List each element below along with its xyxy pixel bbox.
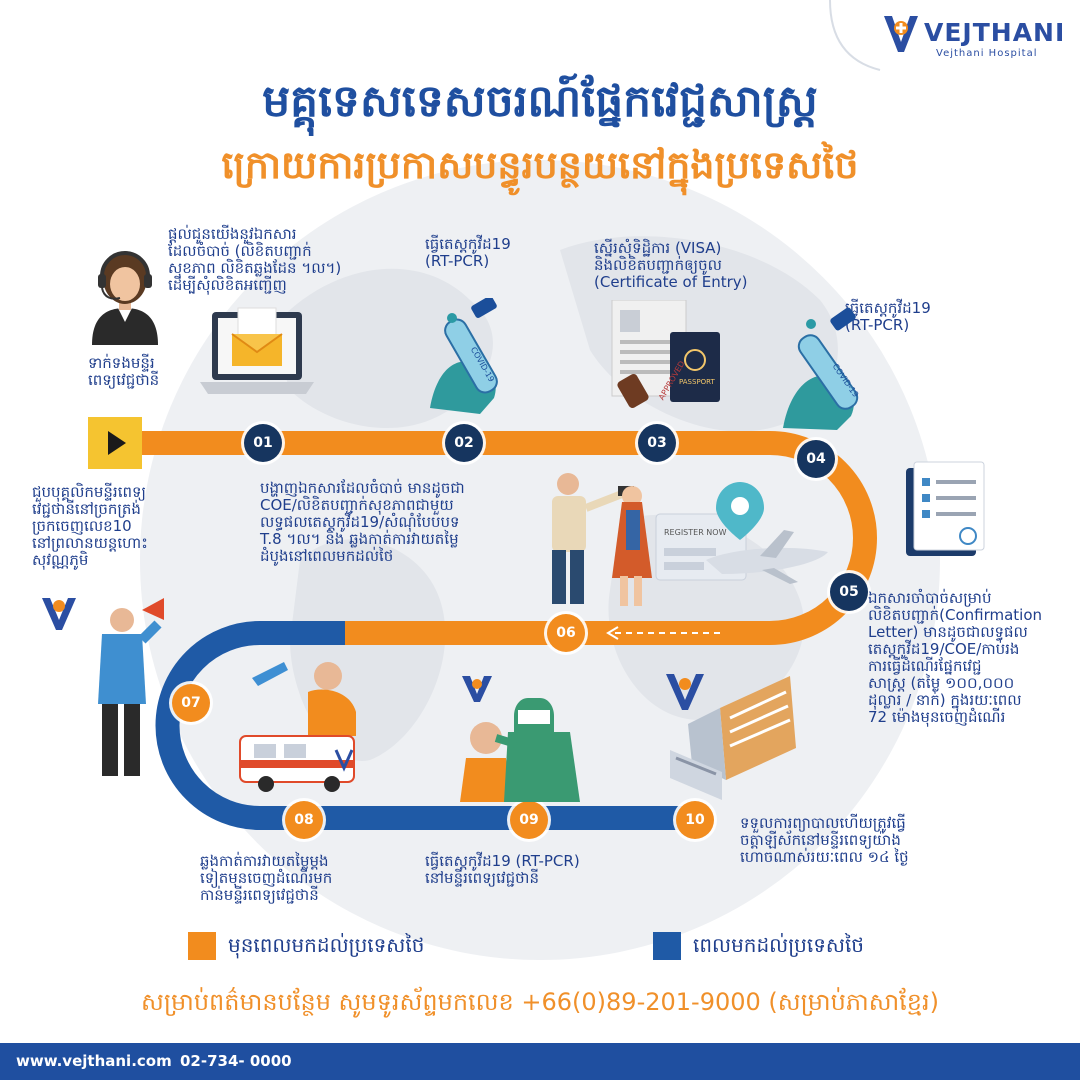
step-circle-06: 06 [547, 614, 585, 652]
legend-arrival-label: ពេលមកដល់ប្រទេសថៃ [693, 933, 864, 957]
brand-tagline: Vejthani Hospital [936, 48, 1038, 59]
step-circle-05: 05 [830, 573, 868, 611]
step-text-06: បង្ហាញឯកសារដែលចំបាច់ មានដូចជា COE/លិខិតប… [260, 479, 465, 565]
airplane-register-illustration [655, 482, 828, 584]
step-text-09: ធ្វើតេស្តកូវីដ19 (RT-PCR) នៅមន្ទីរពេទ្យវ… [425, 852, 580, 887]
ambulance-illustration [239, 662, 356, 792]
step-text-07: ជួបបុគ្គលិកមន្ទីរពេទ្យ វេជ្ជថានីនៅច្រកត្… [32, 483, 148, 569]
contact-info: សម្រាប់ពត៌មានបន្ថែម សូមទូរស័ព្ទមកលេខ +66… [140, 988, 940, 1016]
step-circle-04: 04 [797, 440, 835, 478]
start-play-button [88, 417, 142, 469]
laptop-email-icon [200, 307, 314, 394]
step-circle-10: 10 [676, 801, 714, 839]
step-text-08: ឆ្លងកាត់ការវាយតម្លៃម្តង ទៀតមុនចេញដំណើរមក… [200, 852, 333, 904]
page-title: មគ្គុទេសទេសចរណ៍ផ្នែកវេជ្ជសាស្ត្រ [262, 76, 818, 127]
airport-staff-megaphone-illustration [42, 598, 164, 776]
footer-phone: 02-734- 0000 [180, 1052, 292, 1070]
step-circle-02: 02 [445, 424, 483, 462]
step-text-04: ធ្វើតេស្តកូវីដ19 (RT-PCR) [845, 299, 931, 334]
register-now-label: REGISTER NOW [664, 528, 727, 537]
step-circle-09: 09 [510, 801, 548, 839]
step-circle-03: 03 [638, 424, 676, 462]
step-text-01: ផ្ដល់ជូនយើងនូវឯកសារ ដែលចំបាច់ (លិខិតបញ្ជ… [168, 225, 342, 294]
covid-test-tube-icon [430, 298, 498, 414]
brand-name: VEJTHANI [924, 18, 1066, 47]
documents-clipboard-icon [906, 461, 985, 556]
passport-visa-icon [611, 300, 720, 409]
legend-before-label: មុនពេលមកដល់ប្រទេសថៃ [228, 933, 425, 957]
footer-website[interactable]: www.vejthani.com [16, 1052, 172, 1070]
covid-test-tube-icon-2 [783, 307, 859, 430]
play-icon [108, 431, 126, 455]
step-text-10: ទទួលការព្យាបាលហើយត្រូវធ្វើ ចត្តាឡីស័កនៅម… [740, 814, 909, 866]
contact-step-label: ទាក់ទងមន្ទីរ ពេទ្យវេជ្ជថានី [88, 354, 160, 389]
legend-before-swatch [188, 932, 216, 960]
step-text-03: ស្នើរសុំទិដ្ឋិការ (VISA) និងលិខិតបញ្ជាក់… [594, 239, 748, 291]
step-text-05: ឯកសារចាំបាច់សម្រាប់ លិខិតបញ្ជាក់(Confirm… [868, 589, 1043, 726]
vejthani-logo-icon [882, 14, 922, 56]
passport-label: PASSPORT [679, 378, 715, 386]
step-text-02: ធ្វើតេស្តកូវីដ19 (RT-PCR) [425, 235, 511, 270]
step-circle-07: 07 [172, 684, 210, 722]
legend-arrival-swatch [653, 932, 681, 960]
step-circle-08: 08 [285, 801, 323, 839]
page-subtitle: ក្រោយការប្រកាសបន្ធូរបន្ថយនៅក្នុងប្រទេសថៃ [221, 143, 859, 187]
call-center-agent-illustration [92, 251, 158, 345]
hospital-building-illustration [666, 674, 796, 800]
swab-test-illustration [460, 676, 580, 802]
step-circle-01: 01 [244, 424, 282, 462]
footer-bar [0, 1043, 1080, 1080]
temperature-check-illustration [552, 473, 652, 606]
